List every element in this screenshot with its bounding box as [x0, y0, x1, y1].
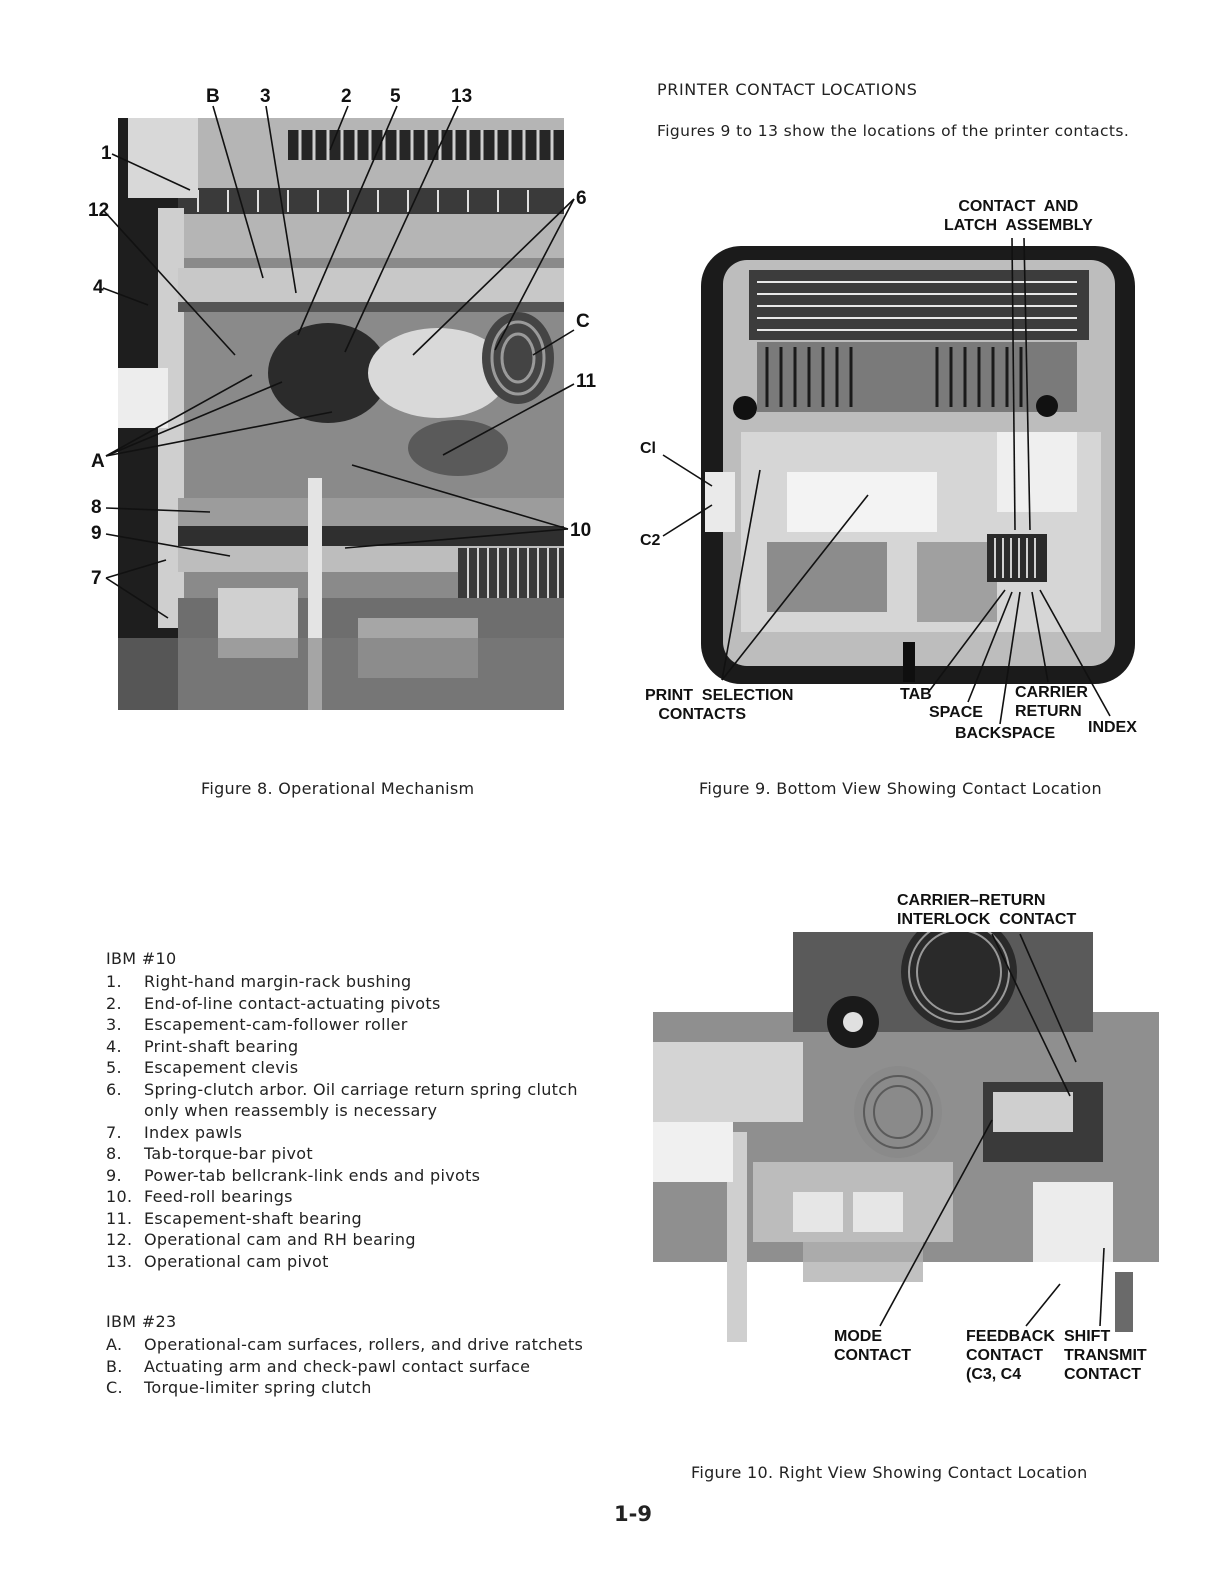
- fig9-label-backspace: BACKSPACE: [955, 725, 1056, 742]
- fig8-callout-C: C: [576, 311, 590, 332]
- fig10-label-cr-interlock: CARRIER–RETURN INTERLOCK CONTACT: [897, 892, 1077, 928]
- fig8-callout-13: 13: [451, 86, 473, 107]
- fig8-callout-8: 8: [91, 497, 102, 518]
- list-item: 6.Spring-clutch arbor. Oil carriage retu…: [106, 1079, 578, 1121]
- ibm10-list: IBM #10 1.Right-hand margin-rack bushing…: [106, 949, 606, 1272]
- fig10-label-shift: SHIFT TRANSMIT CONTACT: [1064, 1328, 1147, 1383]
- fig9-label-carrier-return: CARRIER RETURN: [1015, 684, 1088, 720]
- fig8-callout-7: 7: [91, 568, 102, 589]
- fig9-label-c2: C2: [640, 532, 661, 549]
- fig9-label-print-selection: PRINT SELECTION CONTACTS: [645, 687, 794, 723]
- list-item: 11.Escapement-shaft bearing: [106, 1208, 362, 1228]
- list-item: 10.Feed-roll bearings: [106, 1187, 293, 1206]
- fig8-callout-2: 2: [341, 86, 352, 107]
- figure-9-caption: Figure 9. Bottom View Showing Contact Lo…: [699, 779, 1102, 798]
- list-item: B.Actuating arm and check-pawl contact s…: [106, 1356, 531, 1376]
- fig9-label-index: INDEX: [1088, 719, 1137, 736]
- list-item: 13.Operational cam pivot: [106, 1251, 329, 1271]
- fig8-callout-4: 4: [93, 277, 104, 298]
- page-number: 1-9: [614, 1502, 652, 1526]
- fig9-label-c1: Cl: [640, 440, 656, 457]
- section-heading: PRINTER CONTACT LOCATIONS: [657, 80, 918, 99]
- list-item: A.Operational-cam surfaces, rollers, and…: [106, 1335, 584, 1354]
- fig8-callout-3: 3: [260, 86, 271, 107]
- fig9-label-tab: TAB: [900, 686, 932, 703]
- fig8-callout-1: 1: [101, 143, 112, 164]
- list-item: C.Torque-limiter spring clutch: [106, 1378, 372, 1397]
- ibm10-list-title: IBM #10: [106, 949, 177, 968]
- fig9-label-contact-latch: CONTACT AND LATCH ASSEMBLY: [944, 198, 1093, 234]
- list-item: 3.Escapement-cam-follower roller: [106, 1015, 408, 1034]
- list-item: 9.Power-tab bellcrank-link ends and pivo…: [106, 1165, 481, 1185]
- fig10-label-feedback: FEEDBACK CONTACT (C3, C4: [966, 1328, 1055, 1383]
- figure-10-photo: [653, 932, 1159, 1342]
- section-intro: Figures 9 to 13 show the locations of th…: [657, 122, 1130, 140]
- list-item: 2.End-of-line contact-actuating pivots: [106, 993, 441, 1013]
- fig8-callout-A: A: [91, 451, 105, 472]
- fig8-callout-10: 10: [570, 520, 592, 541]
- fig9-label-space: SPACE: [929, 704, 983, 721]
- ibm23-list: IBM #23 A.Operational-cam surfaces, roll…: [106, 1312, 606, 1399]
- figure-8-photo: [118, 118, 564, 710]
- list-item: 8.Tab-torque-bar pivot: [106, 1144, 313, 1163]
- fig8-callout-6: 6: [576, 188, 587, 209]
- fig8-callout-B: B: [206, 86, 220, 107]
- list-item: 5.Escapement clevis: [106, 1058, 299, 1077]
- fig8-callout-5: 5: [390, 86, 401, 107]
- figure-9-photo: [697, 242, 1139, 688]
- figure-10-caption: Figure 10. Right View Showing Contact Lo…: [691, 1463, 1088, 1482]
- ibm23-list-title: IBM #23: [106, 1312, 177, 1331]
- fig8-callout-9: 9: [91, 523, 102, 544]
- list-item: 12.Operational cam and RH bearing: [106, 1230, 416, 1249]
- list-item: 1.Right-hand margin-rack bushing: [106, 972, 412, 991]
- fig10-label-mode: MODE CONTACT: [834, 1328, 912, 1364]
- fig8-callout-12: 12: [88, 200, 110, 221]
- list-item: 7.Index pawls: [106, 1122, 243, 1142]
- figure-8-caption: Figure 8. Operational Mechanism: [201, 779, 475, 798]
- fig8-callout-11: 11: [576, 371, 597, 392]
- list-item: 4.Print-shaft bearing: [106, 1036, 299, 1056]
